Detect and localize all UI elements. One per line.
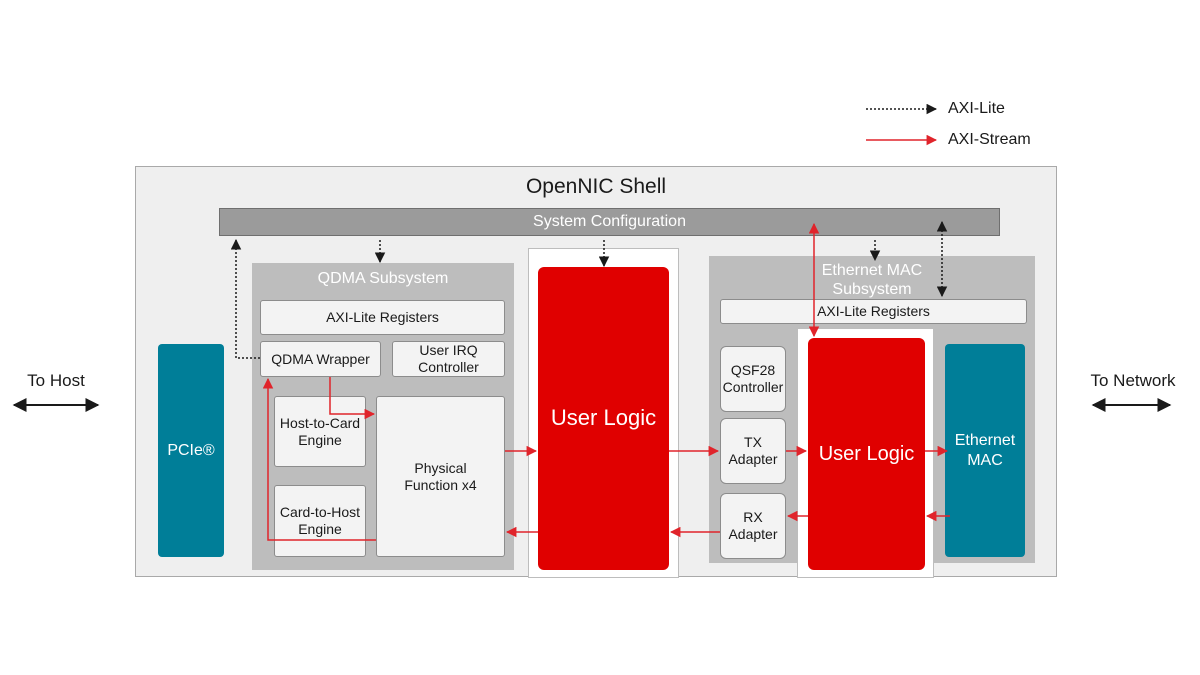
ethernet-subsystem-title-line2: Subsystem bbox=[832, 281, 912, 299]
qdma-subsystem-title: QDMA Subsystem bbox=[317, 270, 449, 288]
host-to-card-engine: Host-to-Card Engine bbox=[274, 396, 366, 467]
to-network-label: To Network bbox=[1090, 370, 1176, 390]
qdma-wrapper: QDMA Wrapper bbox=[260, 341, 381, 377]
ethernet-subsystem-title-line1: Ethernet MAC bbox=[821, 262, 923, 280]
qdma-axi-lite-registers: AXI-Lite Registers bbox=[260, 300, 505, 335]
system-configuration: System Configuration bbox=[219, 208, 1000, 236]
legend-axi-stream-label: AXI-Stream bbox=[948, 131, 1031, 149]
user-irq-controller: User IRQ Controller bbox=[392, 341, 505, 377]
tx-adapter: TX Adapter bbox=[720, 418, 786, 484]
qsf28-controller: QSF28 Controller bbox=[720, 346, 786, 412]
pcie-block: PCIe® bbox=[158, 344, 224, 557]
user-logic-block-1: User Logic bbox=[538, 267, 669, 570]
shell-title: OpenNIC Shell bbox=[525, 175, 667, 199]
card-to-host-engine: Card-to-Host Engine bbox=[274, 485, 366, 557]
user-logic-block-2: User Logic bbox=[808, 338, 925, 570]
ethernet-mac-block: Ethernet MAC bbox=[945, 344, 1025, 557]
ethernet-axi-lite-registers: AXI-Lite Registers bbox=[720, 299, 1027, 324]
to-host-label: To Host bbox=[27, 370, 85, 390]
legend-axi-lite-label: AXI-Lite bbox=[948, 100, 1005, 118]
physical-function: Physical Function x4 bbox=[376, 396, 505, 557]
rx-adapter: RX Adapter bbox=[720, 493, 786, 559]
